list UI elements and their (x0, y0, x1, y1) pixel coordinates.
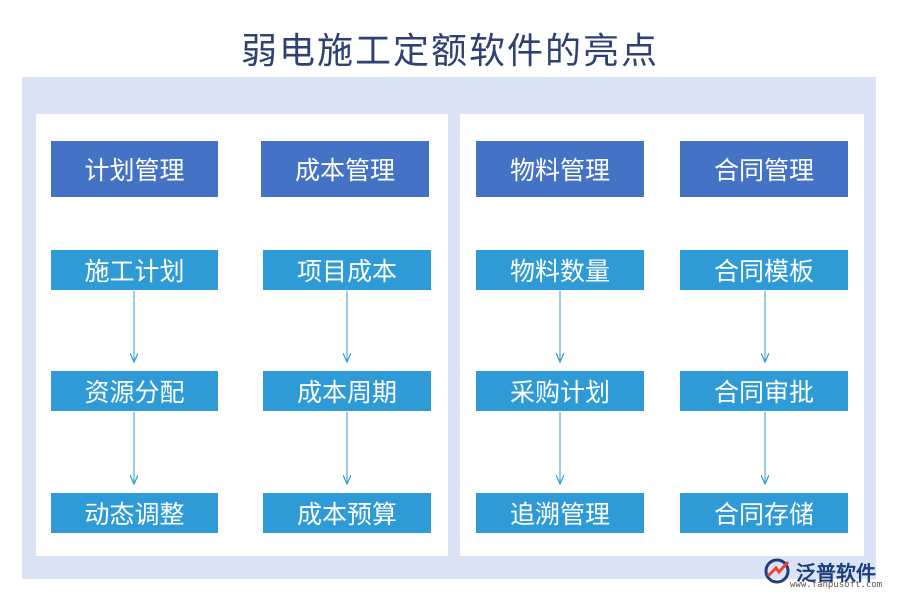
header-cost-management: 成本管理 (261, 141, 429, 197)
page-title: 弱电施工定额软件的亮点 (240, 31, 659, 72)
item-contract-approval: 合同审批 (680, 371, 848, 411)
item-cost-cycle: 成本周期 (263, 371, 431, 411)
brand-url: www.fanpusoft.com (790, 580, 883, 590)
item-traceability-management: 追溯管理 (476, 493, 644, 533)
header-contract-management: 合同管理 (680, 141, 848, 197)
item-project-cost: 项目成本 (263, 250, 431, 290)
item-construction-plan: 施工计划 (51, 250, 218, 290)
brand-logo: 泛普软件 (762, 553, 892, 589)
item-resource-allocation: 资源分配 (51, 371, 218, 411)
item-material-quantity: 物料数量 (476, 250, 644, 290)
header-material-management: 物料管理 (476, 141, 644, 197)
item-cost-budget: 成本预算 (263, 493, 431, 533)
item-procurement-plan: 采购计划 (476, 371, 644, 411)
item-contract-template: 合同模板 (680, 250, 848, 290)
item-contract-storage: 合同存储 (680, 493, 848, 533)
brand-name: 泛普软件 (796, 560, 876, 585)
item-dynamic-adjustment: 动态调整 (51, 493, 218, 533)
header-plan-management: 计划管理 (51, 141, 218, 197)
fanpu-logo-icon (764, 558, 790, 584)
